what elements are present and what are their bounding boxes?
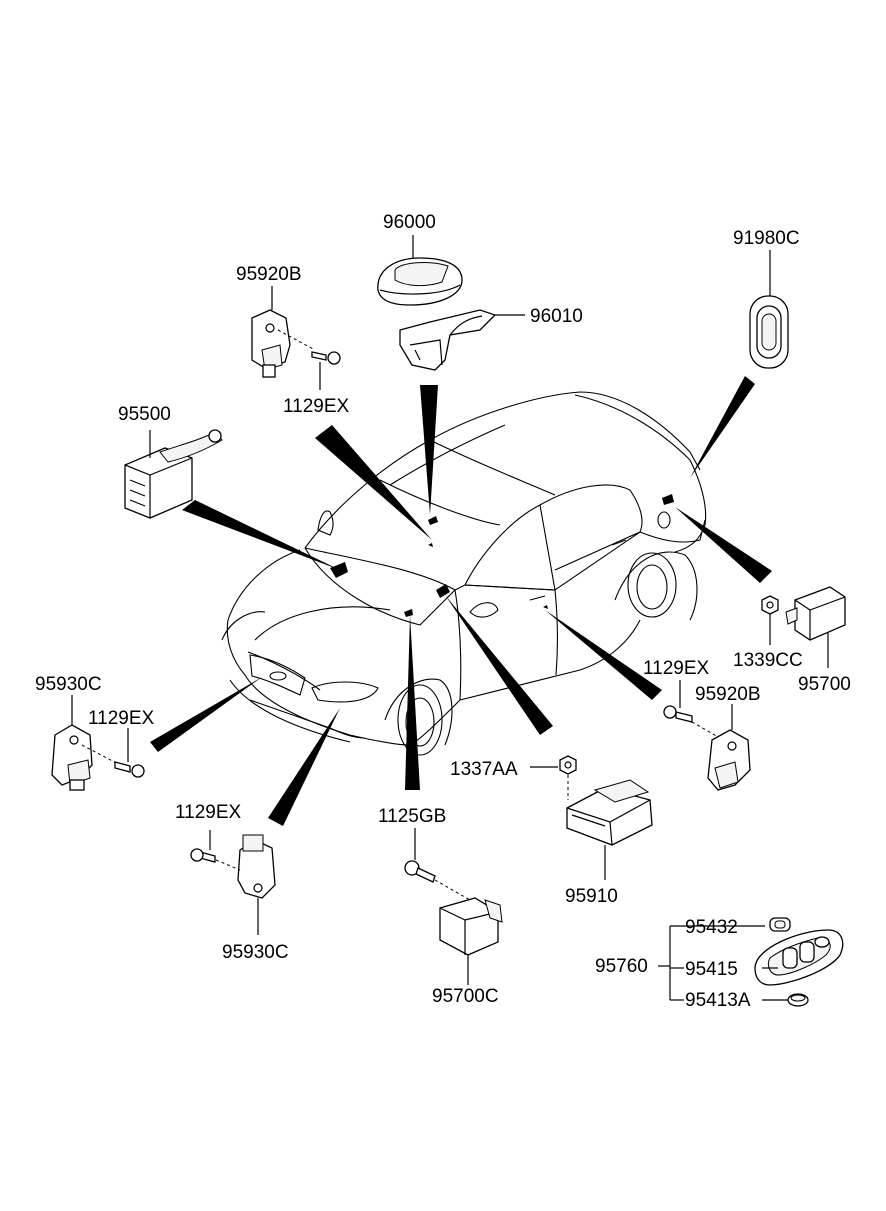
label-1339CC: 1339CC xyxy=(733,650,803,671)
wedge-95920B-right xyxy=(545,610,662,700)
label-95910: 95910 xyxy=(565,886,618,907)
part-96010[interactable]: 96010 xyxy=(399,306,583,371)
wedge-95930C-bottom xyxy=(268,708,340,826)
label-1337AA: 1337AA xyxy=(450,759,518,780)
label-95413A: 95413A xyxy=(685,990,751,1011)
label-95760: 95760 xyxy=(595,956,648,977)
wedge-91980C xyxy=(690,376,755,478)
part-95930C-bottom[interactable]: 95930C 1129EX xyxy=(175,802,289,963)
label-95500: 95500 xyxy=(118,404,171,425)
part-95700[interactable]: 1339CC 95700 xyxy=(733,586,851,695)
label-1129EX-bottom: 1129EX xyxy=(175,802,242,823)
label-95700C: 95700C xyxy=(432,986,499,1007)
label-95432: 95432 xyxy=(685,917,738,938)
label-95920B-right: 95920B xyxy=(695,684,761,705)
wedge-95920B-top xyxy=(315,425,432,540)
label-91980C: 91980C xyxy=(733,228,800,249)
label-95930C-left: 95930C xyxy=(35,674,102,695)
wedge-95700 xyxy=(675,507,772,583)
label-95415: 95415 xyxy=(685,959,738,980)
part-95920B-right[interactable]: 1129EX 95920B xyxy=(643,658,761,791)
label-95930C-bottom: 95930C xyxy=(222,942,289,963)
label-96010: 96010 xyxy=(530,306,583,327)
wedge-95910 xyxy=(445,595,553,735)
label-95920B-top: 95920B xyxy=(236,264,302,285)
part-91980C[interactable]: 91980C xyxy=(733,228,800,369)
wedge-95700C xyxy=(405,615,420,790)
pointer-wedges xyxy=(150,376,772,826)
part-95910[interactable]: 1337AA 95910 xyxy=(450,755,653,907)
label-1125GB: 1125GB xyxy=(378,806,446,827)
part-95500[interactable]: 95500 xyxy=(118,404,223,519)
part-95700C[interactable]: 1125GB 95700C xyxy=(378,806,503,1007)
label-95700: 95700 xyxy=(798,674,851,695)
wedge-95930C-left xyxy=(150,677,262,752)
label-96000: 96000 xyxy=(383,212,436,233)
label-1129EX-right: 1129EX xyxy=(643,658,710,679)
part-95760-keyfob[interactable]: 95760 95432 95415 95413A xyxy=(595,917,844,1011)
car-illustration xyxy=(221,391,707,756)
label-1129EX-left: 1129EX xyxy=(88,708,155,729)
part-95930C-left[interactable]: 95930C 1129EX xyxy=(35,674,155,791)
wedge-95500 xyxy=(182,500,340,570)
label-1129EX-top: 1129EX xyxy=(283,396,350,417)
part-95920B-top[interactable]: 95920B 1129EX xyxy=(236,264,350,417)
wedge-96010 xyxy=(420,385,438,515)
part-96000[interactable]: 96000 xyxy=(377,212,463,306)
